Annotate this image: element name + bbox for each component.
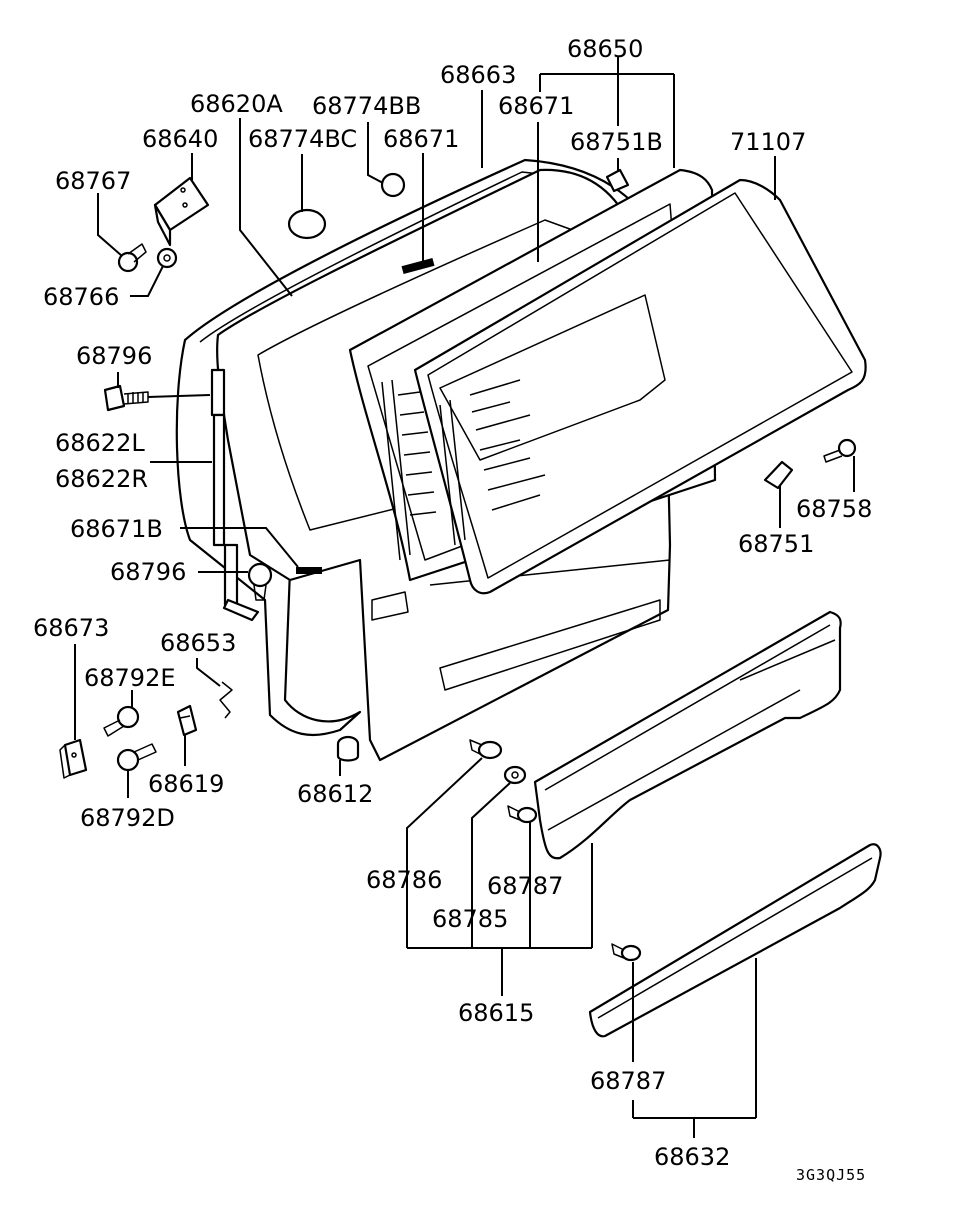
clip-68619 (176, 704, 198, 737)
label-68622R: 68622R (55, 465, 148, 493)
part-labels: 68650 68663 68620A 68774BB 68671 68640 6… (33, 35, 872, 1184)
label-68774BB: 68774BB (312, 92, 421, 120)
leader-lines (74, 57, 855, 1138)
stopper-68612 (336, 735, 360, 762)
label-68653: 68653 (160, 629, 236, 657)
label-68751: 68751 (738, 530, 814, 558)
label-68774BC: 68774BC (248, 125, 357, 153)
label-68792E: 68792E (84, 664, 176, 692)
label-68615: 68615 (458, 999, 534, 1027)
rear-glass-71107 (381, 178, 867, 595)
nut-68766 (156, 247, 178, 269)
label-68787-b: 68787 (590, 1067, 666, 1095)
bolt-68796-a (103, 384, 149, 412)
label-68671-mid: 68671 (383, 125, 459, 153)
drawing-code: 3G3QJ55 (796, 1166, 866, 1184)
label-68663: 68663 (440, 61, 516, 89)
clip-68751 (763, 460, 794, 490)
molding-68632 (588, 843, 882, 1038)
label-68673: 68673 (33, 614, 109, 642)
label-68796-b: 68796 (110, 558, 186, 586)
label-68650: 68650 (567, 35, 643, 63)
grommet-68785 (503, 765, 527, 785)
label-68786: 68786 (366, 866, 442, 894)
label-68792D: 68792D (80, 804, 175, 832)
label-68612: 68612 (297, 780, 373, 808)
label-68766: 68766 (43, 283, 119, 311)
screw-68758 (823, 438, 857, 463)
label-68622L: 68622L (55, 429, 145, 457)
label-68619: 68619 (148, 770, 224, 798)
clip-68786 (469, 739, 503, 760)
bolt-68792E (103, 705, 140, 737)
clip-68787-a (507, 805, 538, 824)
plug-68774BC (287, 208, 327, 240)
label-68787-a: 68787 (487, 872, 563, 900)
clip-68787-b (611, 943, 642, 962)
label-68632: 68632 (654, 1143, 730, 1171)
label-71107: 71107 (730, 128, 806, 156)
label-68767: 68767 (55, 167, 131, 195)
label-68751B: 68751B (570, 128, 663, 156)
garnish-68615 (533, 610, 842, 860)
gas-strut-68622 (210, 368, 260, 622)
bolt-68767 (117, 243, 147, 273)
label-68620A: 68620A (190, 90, 283, 118)
hinge-68640 (153, 176, 210, 247)
clip-68653 (219, 681, 233, 719)
bracket-68673 (59, 738, 88, 779)
label-68785: 68785 (432, 905, 508, 933)
label-68758: 68758 (796, 495, 872, 523)
label-68671B: 68671B (70, 515, 163, 543)
plug-68774BB (380, 172, 406, 198)
bolt-68792D (116, 743, 157, 772)
label-68640: 68640 (142, 125, 218, 153)
label-68671-top: 68671 (498, 92, 574, 120)
label-68796-a: 68796 (76, 342, 152, 370)
bolt-68796-b (247, 562, 273, 601)
clip-68751B (605, 168, 630, 193)
